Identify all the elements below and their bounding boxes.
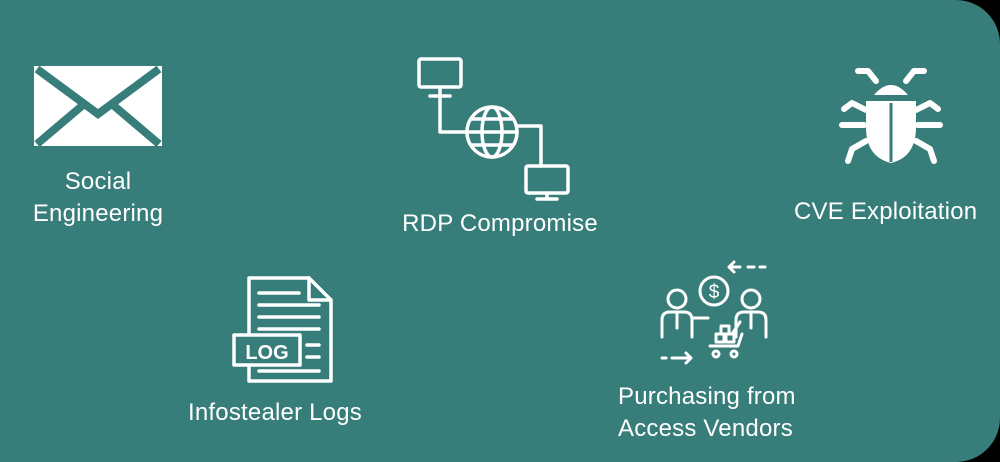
label-line: Purchasing from bbox=[618, 383, 796, 410]
vendor-transaction-icon: $ bbox=[660, 260, 775, 367]
label-line: Infostealer Logs bbox=[188, 399, 362, 426]
label-line: Engineering bbox=[32, 200, 164, 227]
social-engineering-label: Social Engineering bbox=[18, 166, 178, 230]
purchasing-access-vendors-label: Purchasing from Access Vendors bbox=[618, 381, 796, 445]
rdp-compromise-label: RDP Compromise bbox=[380, 208, 620, 240]
label-line: RDP Compromise bbox=[402, 210, 598, 237]
infostealer-logs-label: Infostealer Logs bbox=[188, 397, 362, 429]
envelope-icon bbox=[33, 65, 163, 148]
label-line: Access Vendors bbox=[618, 415, 793, 442]
cve-exploitation-label: CVE Exploitation bbox=[794, 196, 977, 228]
log-document-icon: LOG bbox=[231, 275, 341, 387]
network-computers-icon bbox=[416, 56, 576, 201]
label-line: Social bbox=[64, 168, 132, 195]
bug-icon bbox=[836, 65, 946, 165]
currency-symbol: $ bbox=[709, 282, 720, 303]
label-line: CVE Exploitation bbox=[794, 198, 978, 225]
log-badge-text: LOG bbox=[245, 342, 288, 364]
